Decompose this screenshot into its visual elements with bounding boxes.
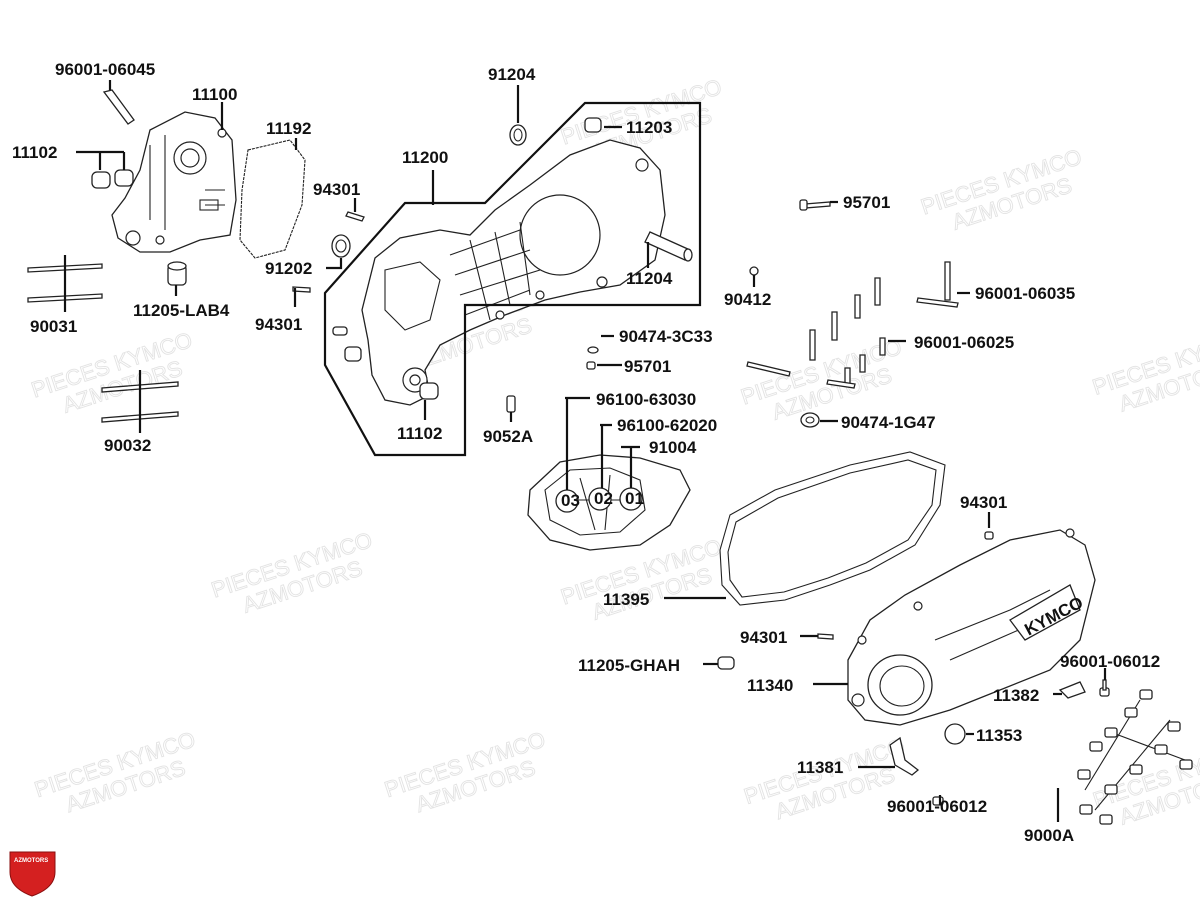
part-90412-washer	[749, 266, 759, 276]
part-9000a-bolt-set	[1077, 689, 1193, 825]
label-91204[interactable]: 91204	[488, 65, 536, 84]
label-95701-top[interactable]: 95701	[843, 193, 890, 212]
part-94301-pin-c	[984, 531, 994, 540]
label-11353[interactable]: 11353	[976, 726, 1022, 745]
label-11100[interactable]: 11100	[192, 85, 237, 104]
part-11395-gasket	[719, 451, 946, 606]
label-11205-ghah[interactable]: 11205-GHAH	[578, 656, 680, 675]
label-96001-06012-a[interactable]: 96001-06012	[1060, 652, 1160, 671]
label-94301-b[interactable]: 94301	[255, 315, 302, 334]
part-11102-dowels-top	[91, 169, 134, 189]
label-95701-mid[interactable]: 95701	[624, 357, 671, 376]
label-96001-06025[interactable]: 96001-06025	[914, 333, 1014, 352]
label-11205-lab4[interactable]: 11205-LAB4	[133, 301, 230, 320]
label-90412[interactable]: 90412	[724, 290, 771, 309]
label-96001-06035[interactable]: 96001-06035	[975, 284, 1075, 303]
label-96001-06012-b[interactable]: 96001-06012	[887, 797, 987, 816]
part-11203-dowel	[584, 117, 602, 133]
label-9052a[interactable]: 9052A	[483, 427, 533, 446]
part-11381-bracket	[889, 736, 920, 776]
part-11353-cap	[944, 723, 966, 745]
part-9052a-pin	[506, 395, 516, 413]
label-11102-bottom[interactable]: 11102	[397, 424, 442, 443]
label-11192[interactable]: 11192	[266, 119, 311, 138]
bearing-01-label: 01	[625, 489, 644, 508]
label-9000a[interactable]: 9000A	[1024, 826, 1074, 845]
part-bolt-96001-06045	[102, 89, 135, 125]
label-11395[interactable]: 11395	[603, 590, 649, 609]
part-90474-1g47-washer	[800, 412, 820, 428]
part-90474-3c33-washer	[587, 346, 599, 354]
label-11200[interactable]: 11200	[402, 148, 448, 167]
label-94301-c[interactable]: 94301	[960, 493, 1007, 512]
part-94301-pin-b	[292, 286, 311, 293]
label-11204[interactable]: 11204	[626, 269, 673, 288]
part-11100-crankcase-left	[111, 111, 237, 253]
part-11205-ghah-bushing	[717, 656, 735, 670]
part-11382-bracket	[1058, 681, 1086, 699]
label-90032[interactable]: 90032	[104, 436, 151, 455]
part-11102-dowels-bottom	[332, 326, 439, 400]
label-91202[interactable]: 91202	[265, 259, 312, 278]
label-94301-d[interactable]: 94301	[740, 628, 787, 647]
part-91202-oil-seal	[331, 234, 351, 258]
label-11102-top[interactable]: 11102	[12, 143, 57, 162]
part-11204-shaft	[644, 231, 693, 262]
label-90031[interactable]: 90031	[30, 317, 77, 336]
label-90474-1g47[interactable]: 90474-1G47	[841, 413, 936, 432]
label-90474-3c33[interactable]: 90474-3C33	[619, 327, 713, 346]
label-11381[interactable]: 11381	[797, 758, 843, 777]
label-94301-a[interactable]: 94301	[313, 180, 360, 199]
logo-text: AZMOTORS	[14, 858, 48, 864]
part-94301-pin-a	[345, 211, 365, 222]
part-11200-crankcase-right	[361, 139, 666, 406]
part-95701-bolt-top	[799, 199, 831, 211]
part-95701-bolt-mid	[586, 361, 596, 370]
part-96001-06012-bolt-a	[1099, 679, 1110, 697]
bearing-03-label: 03	[561, 491, 580, 510]
shield-icon	[9, 851, 56, 897]
label-11340[interactable]: 11340	[747, 676, 793, 695]
azmotors-logo: AZMOTORS	[9, 851, 56, 897]
label-96001-06045[interactable]: 96001-06045	[55, 60, 155, 79]
part-91204-oil-seal	[509, 124, 527, 146]
part-11340-transmission-cover: KYMCO	[847, 528, 1096, 726]
part-11192-gasket	[239, 139, 306, 259]
part-bearing-plate: 03 02 01	[527, 454, 691, 551]
label-96100-62020[interactable]: 96100-62020	[617, 416, 717, 435]
part-11205-lab4-bushing	[167, 261, 187, 286]
leader-lines	[63, 80, 1107, 822]
label-96100-63030[interactable]: 96100-63030	[596, 390, 696, 409]
part-bolts-96001-06035-06025	[746, 261, 959, 389]
label-11203[interactable]: 11203	[626, 118, 672, 137]
group-outline-11200	[323, 101, 702, 457]
part-94301-pin-d	[817, 633, 834, 640]
label-91004[interactable]: 91004	[649, 438, 697, 457]
bearing-02-label: 02	[594, 489, 613, 508]
label-11382[interactable]: 11382	[993, 686, 1039, 705]
bearing-02	[588, 487, 612, 511]
part-labels: 96001-06045 11100 11192 11102 90031 1120…	[12, 60, 1160, 845]
